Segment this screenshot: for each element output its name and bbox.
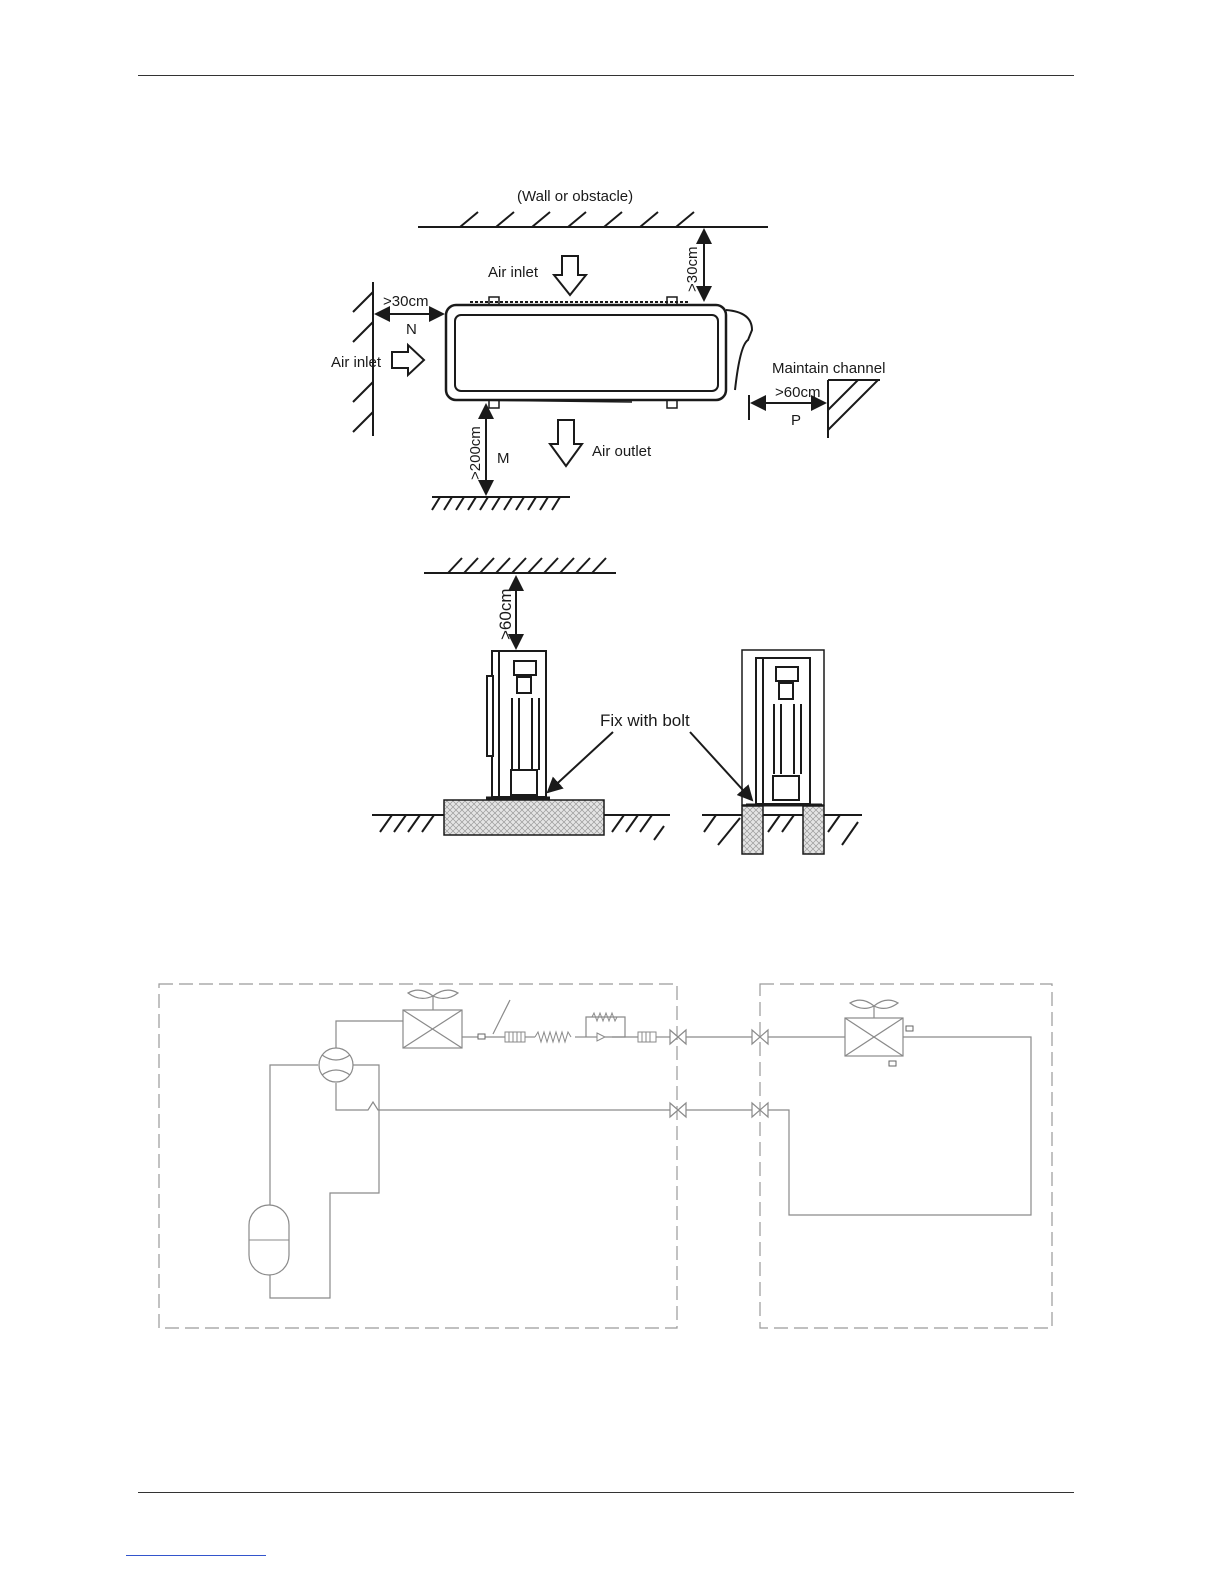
pillar-left: [742, 806, 763, 854]
left-gap-label: >30cm: [383, 293, 428, 310]
pillar-right: [803, 806, 824, 854]
capillary-coil-icon: [535, 1032, 571, 1042]
left-gap-code: N: [406, 321, 417, 338]
top-wall: [418, 212, 768, 227]
floor: [432, 497, 570, 510]
right-gap-label: >60cm: [775, 384, 820, 401]
indoor-unit: [446, 297, 752, 408]
maintain-channel-label: Maintain channel: [772, 360, 885, 377]
outdoor-install-diagram: >60cm: [372, 558, 862, 854]
bottom-gap-label: >200cm: [467, 426, 484, 480]
filter-left-icon: [505, 1032, 525, 1042]
arrow-air-inlet-left-icon: [392, 345, 424, 375]
air-inlet-left-label: Air inlet: [331, 354, 382, 371]
temperature-sensor-icon: [478, 1034, 485, 1039]
indoor-sensor-2-icon: [889, 1061, 896, 1066]
filter-right-icon: [638, 1032, 656, 1042]
indoor-clearance-diagram: (Wall or obstacle): [331, 188, 885, 510]
air-inlet-top-label: Air inlet: [488, 264, 539, 281]
outdoor-top-gap-label: >60cm: [496, 589, 515, 641]
check-valve-icon: [597, 1033, 605, 1041]
arrow-air-outlet-icon: [550, 420, 582, 466]
fix-with-bolt-label: Fix with bolt: [600, 711, 690, 730]
bottom-gap-code: M: [497, 450, 510, 467]
wall-label: (Wall or obstacle): [517, 188, 633, 205]
indoor-heat-exchanger-icon: [845, 1000, 903, 1056]
ground-right: [702, 815, 862, 845]
refrigerant-piping: [270, 1000, 1031, 1298]
stop-valve-gas-outdoor-icon: [670, 1103, 686, 1117]
right-gap-code: P: [791, 412, 801, 429]
indoor-sensor-1-icon: [906, 1026, 913, 1031]
concrete-slab: [444, 800, 604, 835]
arrow-air-inlet-top-icon: [554, 256, 586, 295]
bypass-coil-icon: [592, 1013, 617, 1021]
air-outlet-label: Air outlet: [592, 443, 652, 460]
bolt-arrow-left: [548, 732, 613, 792]
ceiling: [424, 558, 616, 573]
outdoor-unit-right: [742, 650, 824, 805]
stop-valve-liquid-outdoor-icon: [670, 1030, 686, 1044]
four-way-valve-icon: [319, 1048, 353, 1082]
top-gap-label: >30cm: [684, 247, 701, 292]
indoor-section-box: [760, 984, 1052, 1328]
refrigerant-diagram: [159, 984, 1052, 1328]
outdoor-unit-left: [486, 651, 550, 798]
outdoor-heat-exchanger-icon: [403, 990, 462, 1048]
